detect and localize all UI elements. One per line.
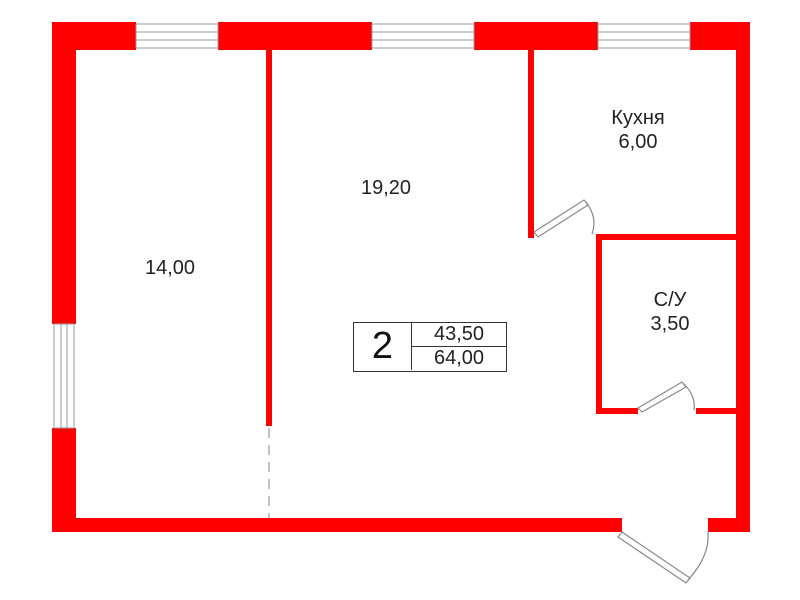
living-area: 43,50 xyxy=(412,323,506,347)
wall-bottom-right xyxy=(708,518,750,532)
wall-bath-left xyxy=(596,234,602,414)
room-2-area: 19,20 xyxy=(360,177,412,199)
kitchen-area: 6,00 xyxy=(618,131,658,153)
window-top-middle xyxy=(371,23,475,49)
total-area: 64,00 xyxy=(433,347,485,369)
wall-partition-rooms xyxy=(266,50,272,426)
room-1-label: 14,00 xyxy=(120,256,220,280)
rooms-count: 2 xyxy=(354,323,412,370)
window-top-left xyxy=(135,23,219,49)
wall-left-lower xyxy=(52,428,76,532)
bathroom-name: С/У xyxy=(653,289,687,311)
bathroom-label: С/У 3,50 xyxy=(620,288,720,336)
door-entrance xyxy=(617,531,709,584)
wall-kitchen-left xyxy=(528,50,534,238)
window-top-right xyxy=(597,23,691,49)
room-1-area: 14,00 xyxy=(144,257,196,279)
apartment-summary-badge: 2 43,50 64,00 xyxy=(353,322,507,372)
wall-top-right xyxy=(474,22,598,50)
door-kitchen xyxy=(533,199,595,238)
wall-bath-bottom-left xyxy=(596,408,638,414)
door-bathroom xyxy=(637,381,695,413)
room-2-label: 19,20 xyxy=(336,176,436,200)
wall-bottom-left xyxy=(52,518,622,532)
wall-right xyxy=(736,22,750,532)
wall-bath-bottom-right xyxy=(696,408,742,414)
window-left xyxy=(53,323,75,429)
kitchen-name: Кухня xyxy=(611,107,665,129)
kitchen-label: Кухня 6,00 xyxy=(588,106,688,154)
wall-left-upper xyxy=(52,22,76,324)
wall-top-middle xyxy=(218,22,372,50)
bathroom-area: 3,50 xyxy=(650,313,690,335)
wall-bath-top xyxy=(596,234,742,240)
